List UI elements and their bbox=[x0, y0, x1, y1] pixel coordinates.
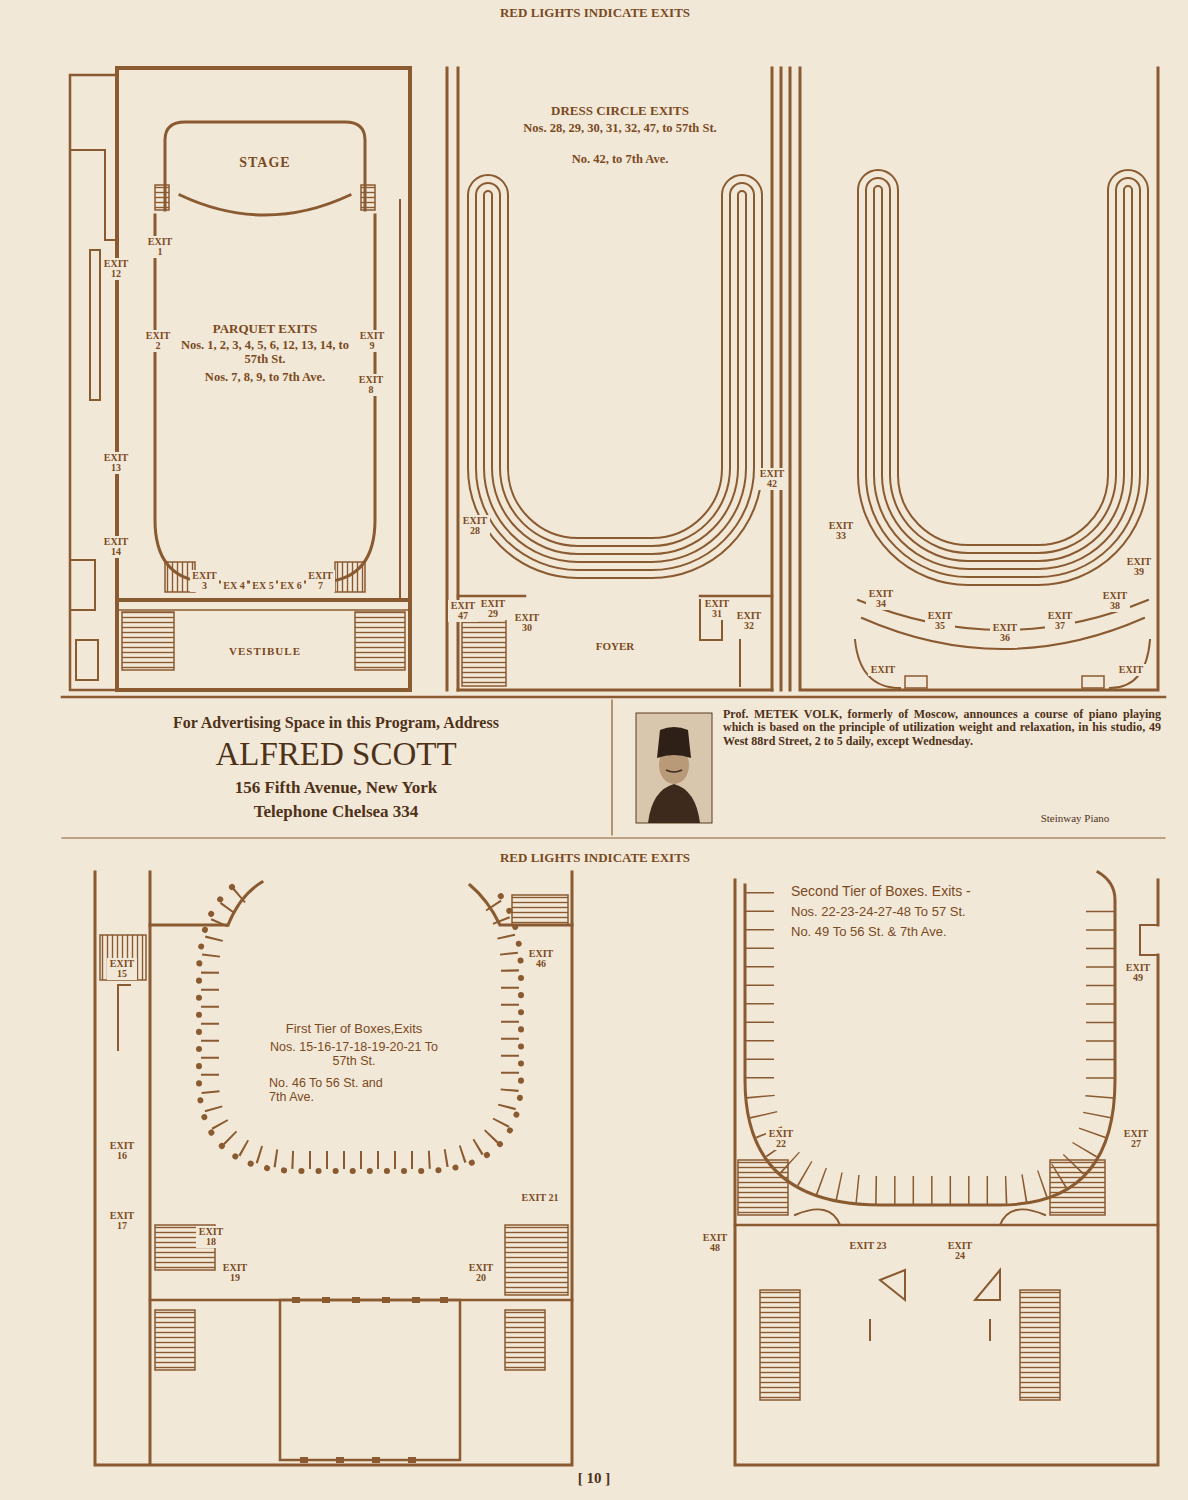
room-area: STAGE bbox=[205, 152, 325, 173]
ad-text: Telephone Chelsea 334 bbox=[62, 802, 610, 821]
ad-text: For Advertising Space in this Program, A… bbox=[62, 714, 610, 732]
exit-label: EXIT 28 bbox=[460, 515, 490, 537]
exit-label: EXIT 1 bbox=[145, 236, 175, 258]
exit-label: EXIT 38 bbox=[1100, 590, 1130, 612]
exit-label: EXIT 20 bbox=[466, 1262, 496, 1284]
exit-label: EXIT 30 bbox=[512, 612, 542, 634]
exit-note: Nos. 15-16-17-18-19-20-21 To 57th St. bbox=[262, 1040, 446, 1068]
room-name: VESTIBULE bbox=[195, 645, 335, 657]
exit-label: EXIT 48 bbox=[700, 1232, 730, 1254]
exit-label: EXIT 12 bbox=[101, 258, 131, 280]
exit-label: EX 4 bbox=[221, 580, 247, 592]
ad-text: 156 Fifth Avenue, New York bbox=[62, 778, 610, 797]
exit-label: EXIT 22 bbox=[766, 1128, 796, 1150]
exit-label: EXIT 14 bbox=[101, 536, 131, 558]
exit-note: Nos. 28, 29, 30, 31, 32, 47, to 57th St. bbox=[518, 121, 722, 135]
section-heading: Second Tier of Boxes. Exits - bbox=[790, 884, 1060, 900]
exit-label: EXIT 39 bbox=[1124, 556, 1154, 578]
exit-label: EXIT 31 bbox=[702, 598, 732, 620]
exit-label: EXIT 47 bbox=[448, 600, 478, 622]
exit-label: EXIT 18 bbox=[196, 1226, 226, 1248]
exit-label: EXIT 9 bbox=[357, 330, 387, 352]
section-heading: DRESS CIRCLE EXITS bbox=[500, 104, 740, 119]
exit-label: EXIT 3 bbox=[190, 570, 219, 592]
exit-label: EXIT 37 bbox=[1045, 610, 1075, 632]
exit-label: EXIT bbox=[868, 664, 898, 676]
exit-label: EXIT 36 bbox=[990, 622, 1020, 644]
exit-note: Nos. 7, 8, 9, to 7th Ave. bbox=[178, 370, 352, 384]
exit-label: EXIT 27 bbox=[1120, 1128, 1152, 1150]
exit-label: EXIT 19 bbox=[220, 1262, 250, 1284]
room-name: STAGE bbox=[205, 155, 325, 170]
page-heading: RED LIGHTS INDICATE EXITS bbox=[430, 851, 760, 866]
exit-label: EXIT 42 bbox=[757, 468, 787, 490]
exit-label: EXIT 13 bbox=[101, 452, 131, 474]
exit-label: EXIT 2 bbox=[143, 330, 173, 352]
exit-label: EXIT 35 bbox=[925, 610, 955, 632]
ad-name: ALFRED SCOTT bbox=[62, 736, 610, 773]
page-heading: RED LIGHTS INDICATE EXITS bbox=[430, 6, 760, 21]
room-area: VESTIBULE bbox=[195, 642, 335, 660]
exit-label: EXIT 32 bbox=[734, 610, 764, 632]
ad-text: Prof. METEK VOLK, formerly of Moscow, an… bbox=[722, 708, 1162, 748]
portrait-photo bbox=[636, 713, 712, 823]
exit-label: EXIT 46 bbox=[526, 948, 556, 970]
exit-note: Nos. 22-23-24-27-48 To 57 St. bbox=[790, 905, 1070, 920]
exit-label: EXIT 7 bbox=[306, 570, 335, 592]
exit-label: EXIT 16 bbox=[107, 1140, 137, 1162]
exit-label: EXIT 49 bbox=[1122, 962, 1154, 984]
exit-label: EXIT 15 bbox=[107, 958, 137, 980]
exit-label: EXIT 17 bbox=[107, 1210, 137, 1232]
exit-label: EXIT 21 bbox=[520, 1192, 560, 1204]
exit-label: EXIT bbox=[1116, 664, 1146, 676]
exit-note: Nos. 1, 2, 3, 4, 5, 6, 12, 13, 14, to 57… bbox=[178, 338, 352, 366]
exit-label: EX 5 bbox=[250, 580, 276, 592]
exit-label: EXIT 23 bbox=[838, 1240, 898, 1252]
ad-text: Steinway Piano bbox=[1010, 812, 1140, 824]
exit-label: EX 6 bbox=[278, 580, 304, 592]
exit-label: EXIT 29 bbox=[478, 598, 508, 620]
section-heading: First Tier of Boxes,Exits bbox=[262, 1022, 446, 1037]
exit-label: EXIT 24 bbox=[945, 1240, 975, 1262]
exit-label: EXIT 34 bbox=[866, 588, 896, 610]
exit-label: EXIT 33 bbox=[826, 520, 856, 542]
exit-note: No. 46 To 56 St. and 7th Ave. bbox=[268, 1076, 398, 1104]
exit-note: No. 49 To 56 St. & 7th Ave. bbox=[790, 925, 1070, 940]
exit-label: EXIT 8 bbox=[356, 374, 386, 396]
exit-note: No. 42, to 7th Ave. bbox=[518, 152, 722, 166]
section-heading: PARQUET EXITS bbox=[175, 322, 355, 337]
room-label: FOYER bbox=[588, 640, 642, 652]
page-number: [ 10 ] bbox=[559, 1470, 629, 1487]
